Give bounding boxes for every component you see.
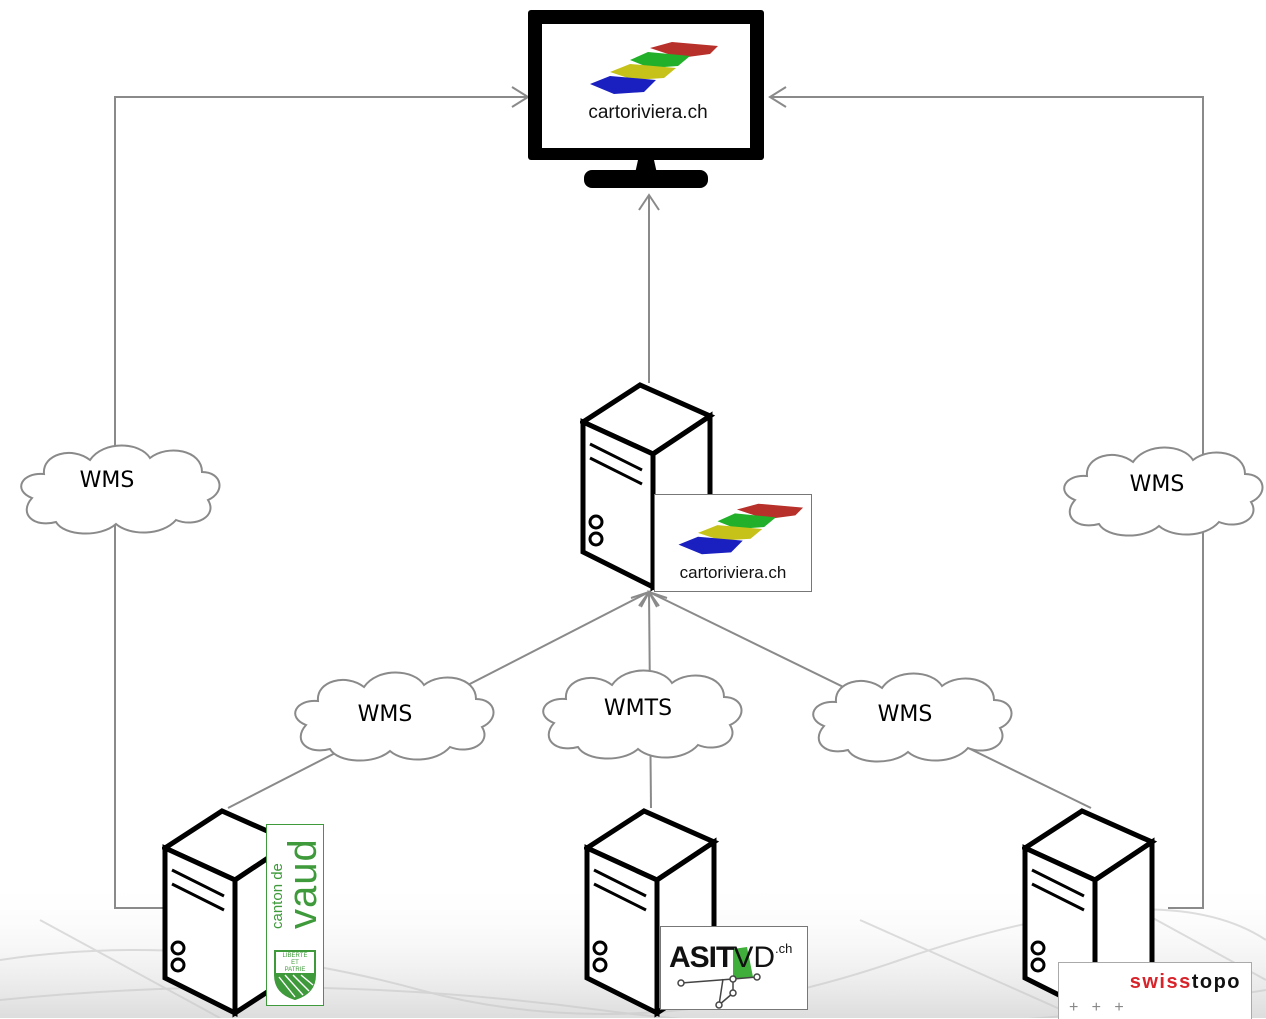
- swisstopo-crosses: + + +: [1069, 999, 1124, 1016]
- layers-logo-icon: [678, 503, 804, 555]
- asit-logo-bold: ASIT: [669, 941, 734, 974]
- vaud-motto-3: PATRIE: [284, 967, 306, 973]
- layers-logo-icon: [590, 42, 718, 94]
- protocol-label-left: WMS: [79, 468, 135, 493]
- vaud-motto-2: ET: [291, 960, 299, 966]
- asit-logo-suffix: .ch: [775, 941, 793, 956]
- swisstopo-logo: swisstopo + + +: [1058, 962, 1252, 1019]
- center-server-logo-badge: cartoriviera.ch: [654, 494, 812, 592]
- protocol-label-bottom-right: WMS: [877, 702, 933, 727]
- protocol-label-right: WMS: [1129, 472, 1185, 497]
- asit-network-icon: [677, 947, 761, 1009]
- asit-logo-rest: VD: [733, 941, 776, 974]
- vaud-logo-line2: vaud: [281, 838, 324, 929]
- vaud-logo: canton de vaud LIBERTÉ ET PATRIE: [266, 824, 324, 1006]
- vaud-shield-icon: [274, 950, 316, 1001]
- protocol-label-bottom-center: WMTS: [603, 696, 673, 721]
- swisstopo-logo-text: swisstopo: [1130, 971, 1241, 994]
- protocol-label-bottom-left: WMS: [357, 702, 413, 727]
- swisstopo-logo-part2: topo: [1191, 971, 1241, 993]
- swisstopo-logo-part1: swiss: [1129, 971, 1192, 993]
- center-server-logo-text: cartoriviera.ch: [679, 563, 787, 582]
- asit-logo-text: ASITVD.ch: [669, 941, 792, 975]
- client-logo-text: cartoriviera.ch: [588, 102, 708, 123]
- vaud-motto-1: LIBERTÉ: [282, 953, 308, 959]
- asit-logo: ASITVD.ch: [660, 926, 808, 1010]
